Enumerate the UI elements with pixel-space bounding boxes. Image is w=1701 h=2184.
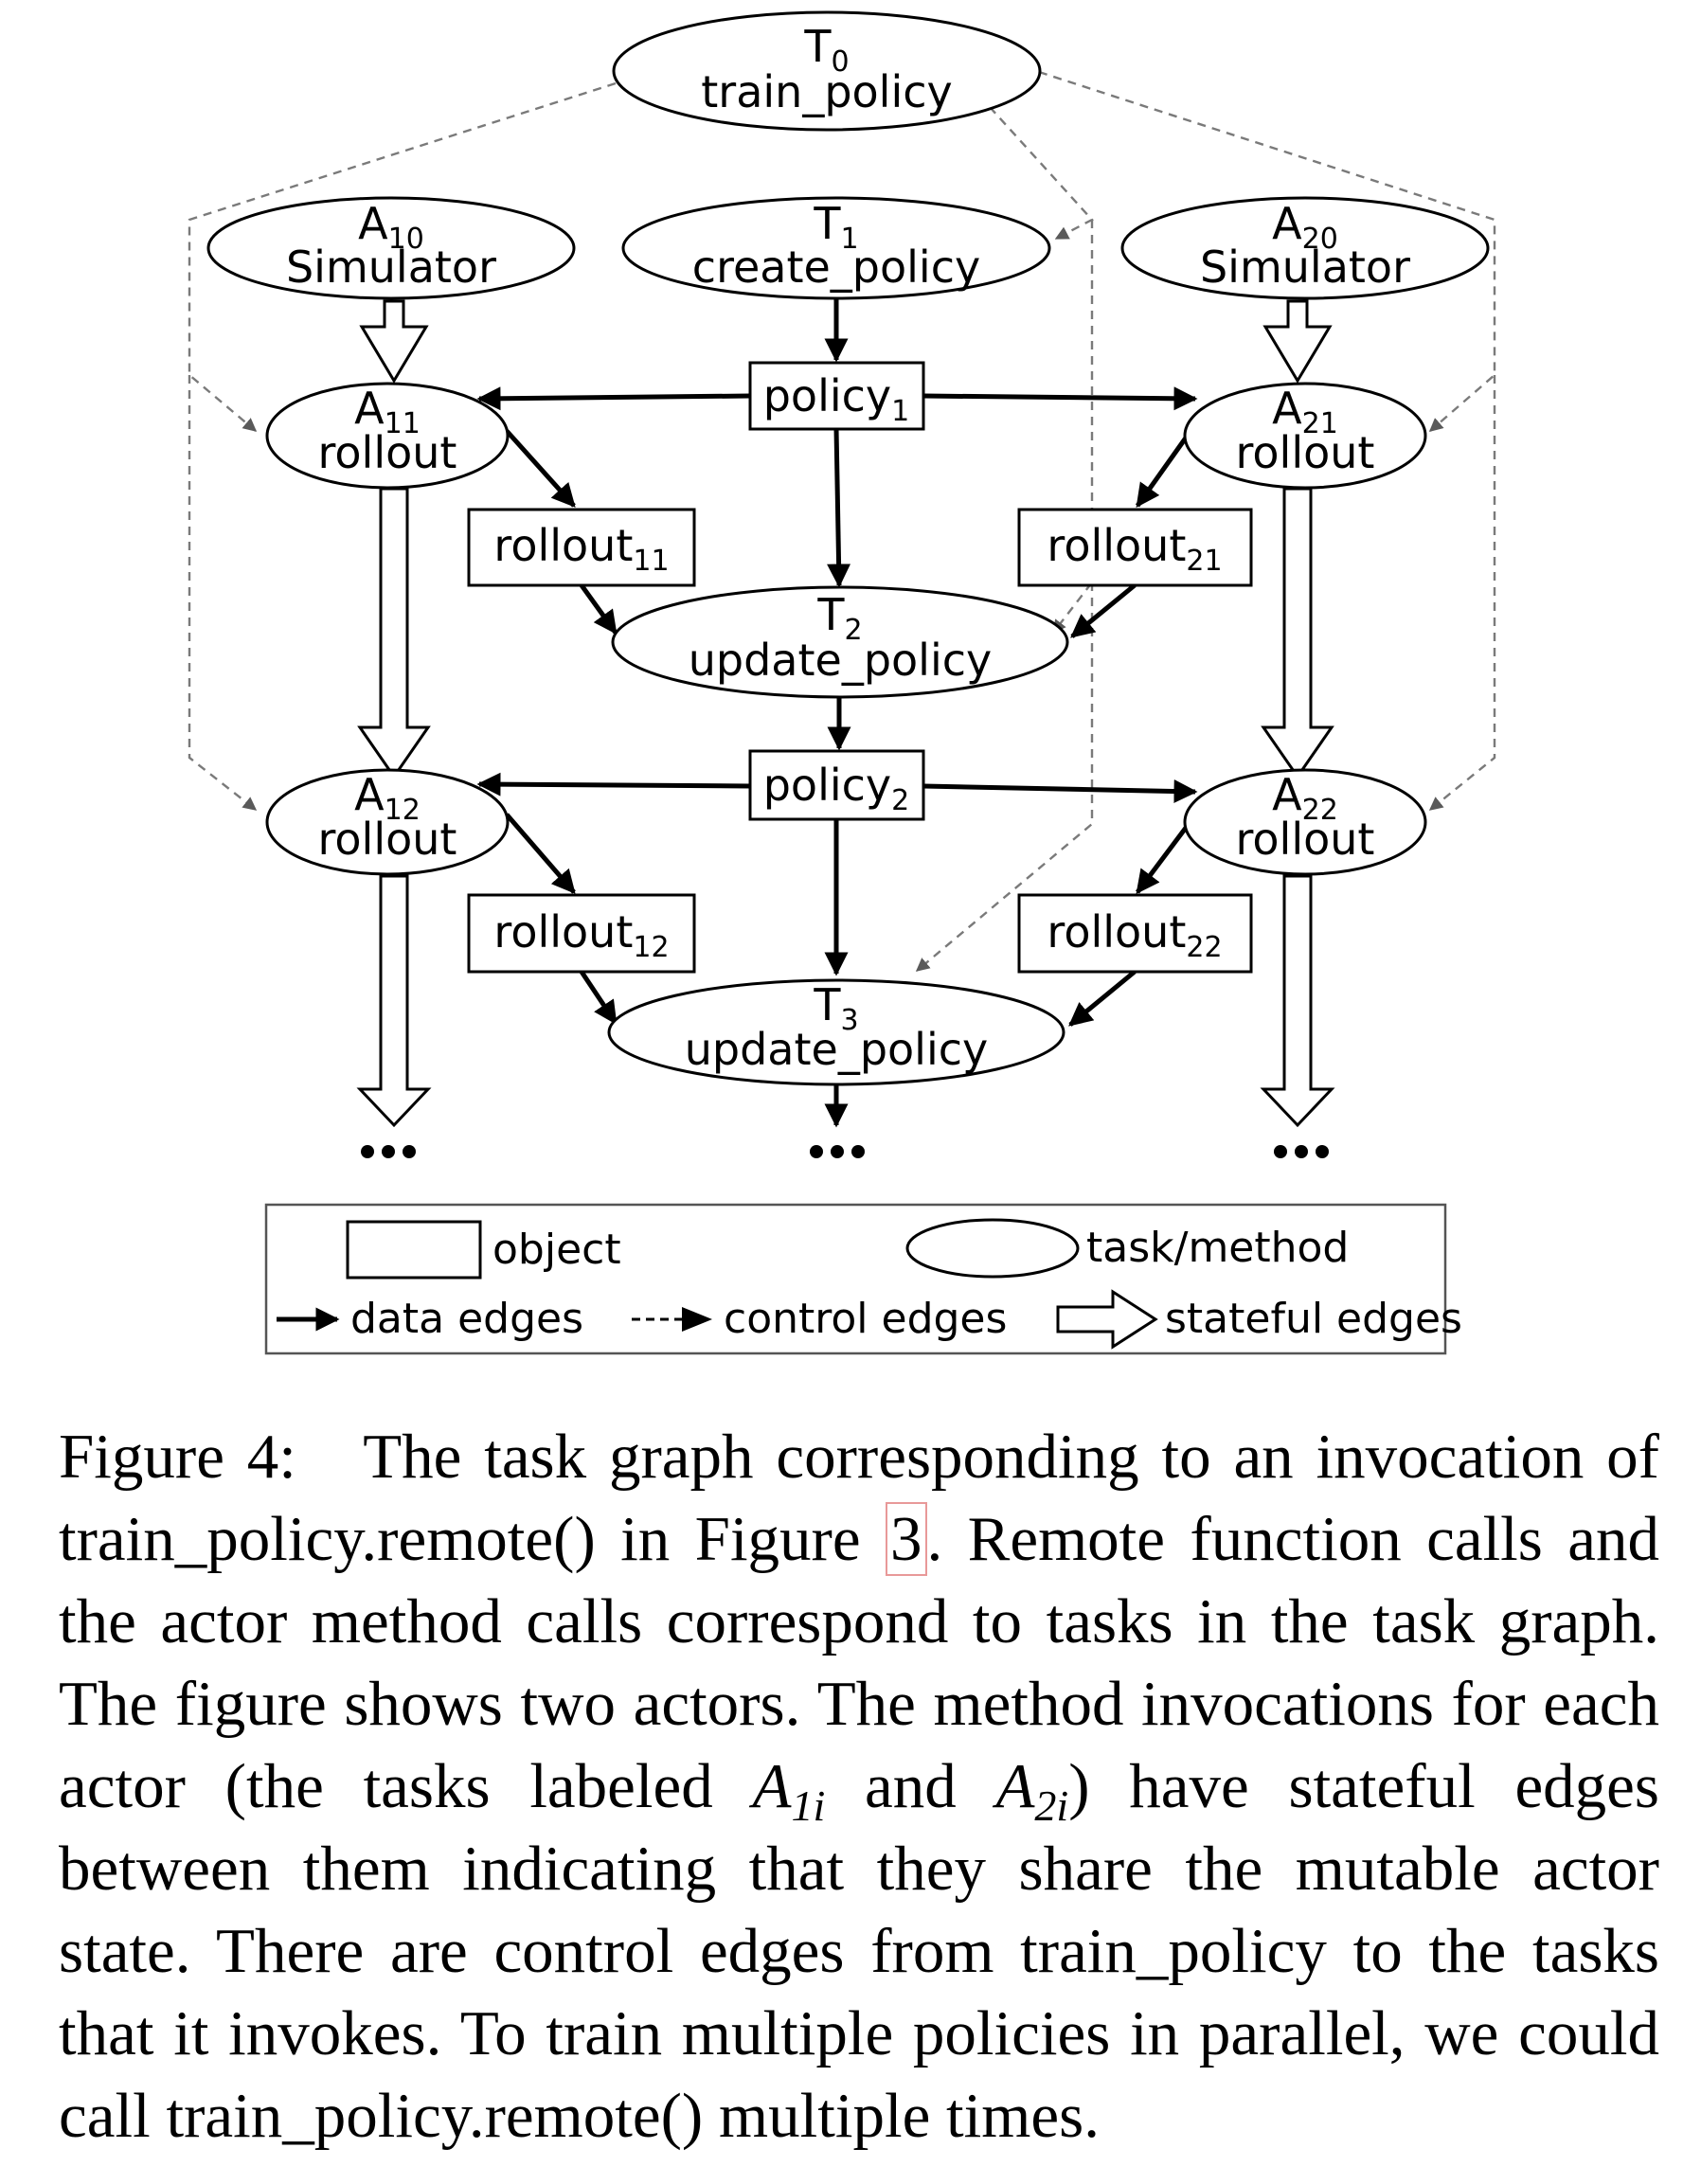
svg-text:policy1: policy1	[763, 370, 910, 428]
legend: object task/method data edges control ed…	[264, 1203, 1462, 1355]
caption-and: and	[864, 1751, 957, 1821]
svg-text:T1: T1	[813, 198, 858, 256]
node-a20: A20 Simulator	[1120, 196, 1490, 300]
data-edge-policy1-a21	[922, 386, 1198, 411]
legend-object-label: object	[492, 1226, 621, 1274]
svg-text:train_policy: train_policy	[701, 66, 953, 117]
svg-text:A12: A12	[354, 769, 421, 827]
node-a10: A10 Simulator	[206, 196, 576, 300]
svg-text:A11: A11	[354, 383, 421, 440]
legend-task-swatch	[905, 1218, 1080, 1279]
svg-text:rollout: rollout	[1236, 814, 1375, 865]
caption-text-1: The task graph corresponding to an invoc…	[59, 1422, 1659, 1574]
legend-stateful-edge-swatch	[1056, 1289, 1158, 1350]
data-edge-a11-rollout11	[505, 429, 576, 508]
svg-text:rollout12: rollout12	[493, 906, 669, 964]
data-edge-policy2-a12	[476, 772, 751, 797]
stateful-edge-a11-a12	[357, 487, 431, 779]
caption-label: Figure 4:	[59, 1422, 296, 1492]
svg-text:A21: A21	[1272, 383, 1338, 440]
legend-data-edges-label: data edges	[350, 1295, 583, 1343]
stateful-edge-a20-a21	[1262, 299, 1333, 384]
control-edge-t0-a22	[1428, 375, 1496, 811]
caption-text-3: ) have stateful edges between them indic…	[59, 1751, 1659, 2151]
stateful-edge-a12-more	[356, 874, 432, 1128]
stateful-edges	[356, 299, 1335, 1128]
svg-text:Simulator: Simulator	[1200, 242, 1410, 293]
node-a22: A22 rollout	[1183, 768, 1427, 876]
node-t2: T2 update_policy	[611, 585, 1069, 699]
data-edge-a12-rollout12	[505, 813, 576, 894]
svg-text:T0: T0	[803, 21, 849, 79]
legend-control-edges-label: control edges	[724, 1295, 1007, 1343]
stateful-edge-a10-a11	[359, 299, 429, 384]
data-edge-a21-rollout21	[1135, 432, 1191, 509]
svg-text:rollout21: rollout21	[1047, 520, 1222, 578]
legend-object-swatch	[346, 1220, 482, 1280]
svg-text:T3: T3	[813, 979, 858, 1037]
data-edge-rollout12-t3	[579, 970, 618, 1026]
object-policy2: policy2	[748, 749, 925, 821]
svg-text:Simulator: Simulator	[286, 242, 496, 293]
data-edge-rollout11-t2	[579, 583, 618, 636]
caption-text-2: . Remote function calls and the actor me…	[59, 1504, 1659, 1821]
data-edge-rollout21-t2	[1070, 583, 1137, 638]
data-edge-policy1-a11	[476, 386, 751, 411]
svg-text:rollout22: rollout22	[1047, 906, 1222, 964]
node-a12: A12 rollout	[265, 768, 510, 876]
node-a11: A11 rollout	[265, 382, 510, 490]
figure-caption: Figure 4: The task graph corresponding t…	[59, 1416, 1659, 2157]
figure-reference-link[interactable]: 3	[886, 1502, 927, 1576]
svg-text:policy2: policy2	[763, 760, 910, 817]
svg-text:update_policy: update_policy	[689, 635, 993, 686]
control-edge-t0-t3	[915, 582, 1094, 972]
object-policy1: policy1	[748, 361, 925, 431]
legend-task-label: task/method	[1086, 1224, 1349, 1272]
svg-text:A22: A22	[1272, 769, 1338, 827]
data-edges	[476, 298, 1198, 1128]
stateful-edge-a21-a22	[1261, 487, 1334, 779]
node-t3: T3 update_policy	[607, 978, 1065, 1086]
svg-text:rollout: rollout	[318, 427, 457, 478]
node-a21: A21 rollout	[1183, 382, 1427, 490]
svg-text:rollout: rollout	[318, 814, 457, 865]
caption-var-a1i: A1i	[752, 1751, 826, 1830]
object-rollout11: rollout11	[467, 508, 696, 587]
stateful-edge-a22-more	[1260, 874, 1335, 1128]
object-rollout22: rollout22	[1017, 893, 1253, 974]
continuation-dots	[361, 1145, 1329, 1158]
svg-text:A10: A10	[358, 198, 424, 256]
svg-text:rollout: rollout	[1236, 427, 1375, 478]
data-edge-policy1-t2	[827, 428, 851, 588]
control-edges	[188, 70, 1496, 972]
object-rollout21: rollout21	[1017, 508, 1253, 587]
svg-text:create_policy: create_policy	[692, 242, 980, 293]
object-rollout12: rollout12	[467, 893, 696, 974]
svg-text:T2: T2	[816, 589, 862, 647]
legend-stateful-edges-label: stateful edges	[1165, 1295, 1462, 1343]
node-t1: T1 create_policy	[621, 196, 1051, 300]
data-edge-rollout22-t3	[1068, 970, 1137, 1027]
control-edge-t0-a12	[188, 375, 258, 811]
svg-text:A20: A20	[1272, 198, 1338, 256]
data-edge-policy2-a22	[922, 779, 1198, 804]
node-t0: T0 train_policy	[612, 10, 1042, 132]
svg-text:update_policy: update_policy	[685, 1024, 989, 1075]
caption-var-a2i: A2i	[995, 1751, 1069, 1830]
svg-text:rollout11: rollout11	[493, 520, 669, 578]
task-graph-diagram: T0 train_policy A10 Simulator T1 create_…	[188, 10, 1496, 1355]
data-edge-a22-rollout22	[1136, 822, 1191, 894]
